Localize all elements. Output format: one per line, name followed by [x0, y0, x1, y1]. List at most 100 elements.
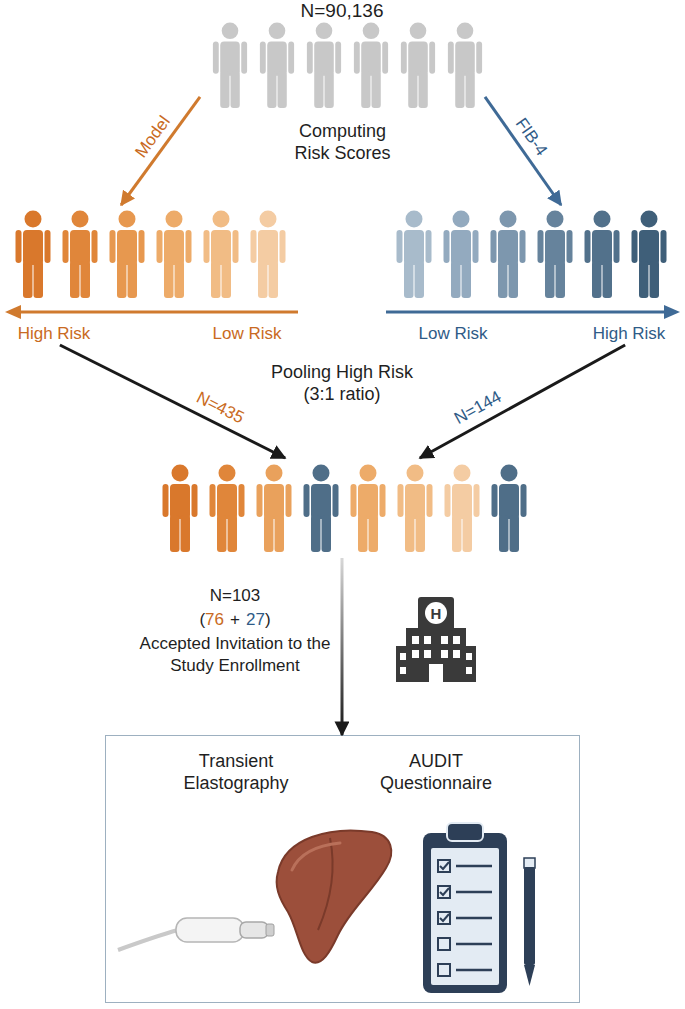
clipboard-board — [423, 833, 507, 993]
assessment-label: AUDIT Questionnaire — [368, 750, 504, 794]
model-ranked-group: High Risk Low Risk — [10, 205, 295, 345]
population-people — [213, 22, 482, 108]
liver-highlight — [292, 843, 340, 870]
enrollment-label: Accepted Invitation to the Study Enrollm… — [135, 633, 335, 677]
person-icon — [304, 465, 339, 553]
hospital-tower — [418, 597, 454, 631]
hospital-icon — [396, 597, 476, 682]
fib4-count: 27 — [246, 609, 265, 631]
person-icon — [204, 211, 239, 299]
probe-tip — [266, 924, 274, 936]
person-icon — [213, 22, 247, 108]
population-group: N=90,136Computing Risk Scores — [200, 0, 485, 170]
person-icon — [444, 211, 479, 299]
person-icon — [260, 22, 294, 108]
hospital-windows — [400, 636, 472, 682]
person-icon — [398, 465, 433, 553]
person-icon — [110, 211, 145, 299]
risk-end-label: Low Risk — [202, 323, 292, 345]
person-icon — [401, 22, 435, 108]
window — [466, 653, 472, 660]
person-icon — [63, 211, 98, 299]
person-icon — [257, 465, 292, 553]
liver-shape — [277, 831, 392, 963]
risk-end-label: High Risk — [583, 323, 675, 345]
liver-groove — [318, 838, 333, 930]
checkmark — [440, 914, 449, 921]
probe-cable — [118, 930, 178, 950]
person-icon — [538, 211, 573, 299]
clipboard-clip — [447, 823, 483, 841]
window — [400, 653, 406, 660]
hospital-letter: H — [431, 606, 442, 621]
checkbox — [438, 938, 450, 950]
person-icon — [351, 465, 386, 553]
arrow-label: N=144 — [450, 386, 505, 430]
arrow-label: FIB-4 — [510, 114, 552, 161]
questionnaire-illustration — [423, 823, 535, 993]
window — [412, 650, 419, 658]
assessment-label: Transient Elastography — [174, 750, 298, 794]
arrow-head — [5, 305, 21, 319]
window — [441, 636, 448, 644]
pooled-people — [163, 465, 527, 553]
checkmark — [440, 862, 449, 869]
clipboard-paper — [431, 848, 499, 985]
window — [400, 667, 406, 674]
person-icon — [16, 211, 51, 299]
checkbox — [438, 912, 450, 924]
checklist-line — [456, 917, 492, 920]
person-icon — [491, 211, 526, 299]
flow-arrow — [121, 97, 200, 205]
person-icon — [354, 22, 388, 108]
risk-end-label: High Risk — [8, 323, 100, 345]
person-icon — [163, 465, 198, 553]
risk-end-label: Low Risk — [408, 323, 498, 345]
fib4-ranked-group: Low Risk High Risk — [390, 205, 675, 345]
step-label: Pooling High Risk (3:1 ratio) — [267, 361, 417, 405]
door — [429, 664, 443, 682]
model-ranked-people — [16, 211, 286, 299]
person-icon — [585, 211, 620, 299]
probe-neck — [240, 922, 268, 938]
count-bracket: ( — [199, 609, 205, 631]
checkbox — [438, 860, 450, 872]
checklist-line — [456, 969, 492, 972]
window — [453, 650, 460, 658]
model-count: 76 — [205, 609, 224, 631]
step-label: Computing Risk Scores — [285, 120, 400, 164]
person-icon — [397, 211, 432, 299]
window — [424, 636, 431, 644]
count-bracket: ) — [265, 609, 271, 631]
flow-arrow — [340, 558, 343, 735]
hospital-sign — [425, 602, 447, 624]
checklist-line — [456, 891, 492, 894]
assessment-box: Transient Elastography AUDIT Questionnair… — [105, 735, 580, 1003]
person-icon — [445, 465, 480, 553]
elastography-illustration — [118, 831, 391, 963]
flow-arrow — [485, 97, 561, 205]
person-icon — [251, 211, 286, 299]
population-count: N=90,136 — [242, 0, 442, 22]
risk-scale-line — [386, 311, 666, 314]
window — [424, 650, 431, 658]
count-plus: + — [230, 609, 240, 631]
person-icon — [492, 465, 527, 553]
fib4-ranked-people — [397, 211, 667, 299]
checklist-line — [456, 865, 492, 868]
pooled-group: Pooling High Risk (3:1 ratio) — [160, 458, 545, 558]
hospital-body — [406, 628, 466, 682]
probe-handle — [176, 918, 244, 942]
person-icon — [632, 211, 667, 299]
window — [453, 636, 460, 644]
flow-arrow — [420, 345, 625, 458]
person-icon — [210, 465, 245, 553]
checkmark — [440, 888, 449, 895]
risk-scale-line — [18, 311, 298, 314]
arrow-label: Model — [131, 112, 176, 162]
arrow-label: N=103 — [210, 585, 261, 607]
